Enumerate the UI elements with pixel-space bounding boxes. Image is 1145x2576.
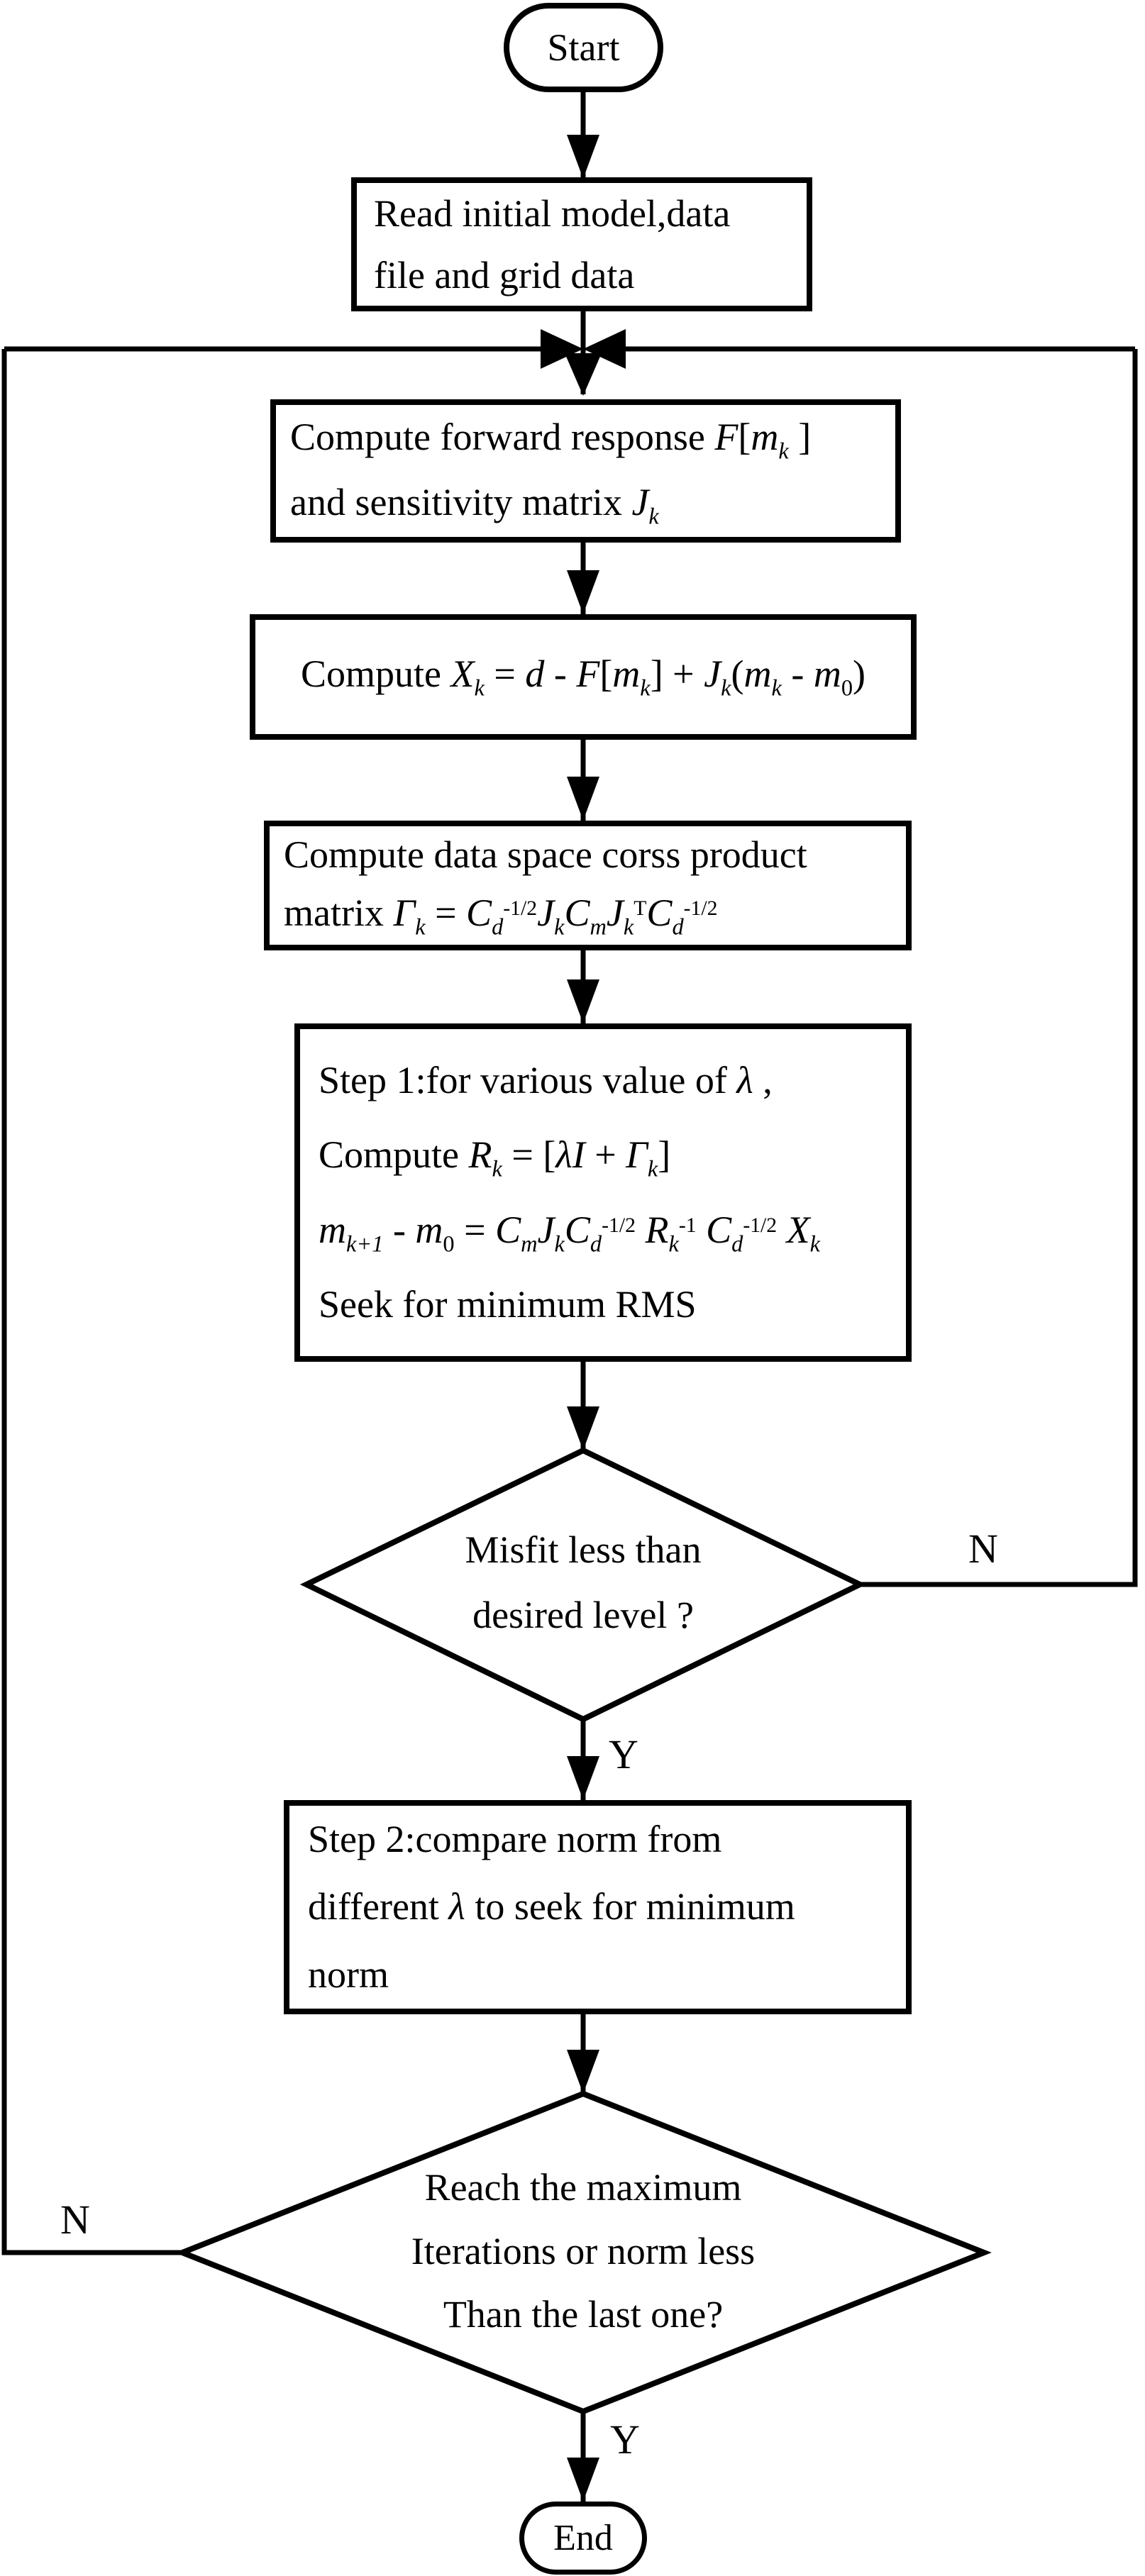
decision-misfit-label: Misfit less than desired level ? <box>370 1518 796 1648</box>
process-line: Step 1:for various value of λ , <box>319 1058 773 1101</box>
process-line: different λ to seek for minimum <box>308 1885 795 1928</box>
process-step2: Step 2:compare norm from different λ to … <box>284 1800 912 2014</box>
edge-label-iter-no: N <box>60 2197 90 2243</box>
process-line: mk+1 - m0 = CmJkCd-1/2 Rk-1 Cd-1/2 Xk <box>319 1208 821 1257</box>
arrowhead-into-end <box>567 2458 599 2502</box>
edge-label-misfit-no: N <box>968 1526 998 1572</box>
end-label: End <box>553 2518 613 2558</box>
process-line: Compute data space corss product <box>284 833 807 877</box>
decision-iterations-shape <box>175 2090 992 2415</box>
process-line: file and grid data <box>374 253 635 296</box>
terminator-end: End <box>519 2502 647 2575</box>
arrowhead-into-iter <box>567 2050 599 2094</box>
process-read-data: Read initial model,data file and grid da… <box>351 177 812 311</box>
terminator-start: Start <box>504 3 663 92</box>
decision-misfit-shape <box>299 1447 867 1723</box>
start-label: Start <box>547 26 620 69</box>
decision-line: Than the last one? <box>443 2293 724 2336</box>
arrowhead-merge-from-right <box>583 329 626 369</box>
edge-label-iter-yes: Y <box>610 2416 640 2463</box>
process-line: Seek for minimum RMS <box>319 1282 697 1326</box>
arrowhead-into-step1 <box>567 979 599 1023</box>
arrowhead-merge-from-left <box>541 329 583 369</box>
edge-loop-right <box>860 349 1138 1587</box>
arrowhead-into-step2 <box>567 1756 599 1800</box>
process-line: Compute Rk = [λI + Γk] <box>319 1133 671 1182</box>
arrowhead-into-forward <box>565 353 602 396</box>
process-compute-xk: Compute Xk = d - F[mk] + Jk(mk - m0) <box>250 614 917 740</box>
process-line: and sensitivity matrix Jk <box>290 481 659 530</box>
process-line: matrix Γk = Cd-1/2JkCmJkTCd-1/2 <box>284 892 718 940</box>
process-step1: Step 1:for various value of λ , Compute … <box>294 1023 912 1362</box>
process-cross-product: Compute data space corss product matrix … <box>264 821 912 950</box>
decision-line: Misfit less than <box>465 1528 702 1571</box>
arrowhead-into-cross <box>567 777 599 821</box>
arrowhead-into-read <box>567 135 599 179</box>
process-line: Compute forward response F[mk ] <box>290 415 812 465</box>
decision-line: Iterations or norm less <box>411 2229 756 2272</box>
process-line: Step 2:compare norm from <box>308 1818 722 1861</box>
edge-label-misfit-yes: Y <box>609 1731 638 1777</box>
process-forward-response: Compute forward response F[mk ] and sens… <box>270 399 901 543</box>
decision-line: Reach the maximum <box>424 2166 742 2209</box>
arrowhead-into-misfit <box>567 1406 599 1450</box>
process-line: norm <box>308 1953 389 1996</box>
process-line: Compute Xk = d - F[mk] + Jk(mk - m0) <box>300 653 866 701</box>
arrowhead-into-residual <box>567 570 599 614</box>
decision-line: desired level ? <box>472 1593 694 1636</box>
edge-loop-left <box>1 349 182 2255</box>
decision-iterations-label: Reach the maximum Iterations or norm les… <box>363 2156 803 2347</box>
process-line: Read initial model,data <box>374 192 731 235</box>
